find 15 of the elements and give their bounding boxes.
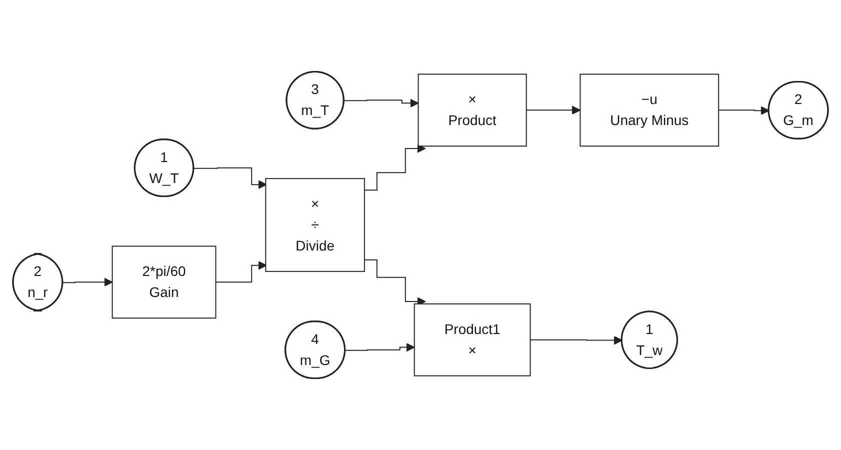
arrow <box>718 106 770 115</box>
arrow <box>364 259 426 306</box>
node-box: × Product <box>418 74 527 147</box>
node-box: × ÷ Divide <box>265 178 365 272</box>
node-box: −u Unary Minus <box>580 74 720 147</box>
arrow <box>344 98 419 108</box>
arrow <box>344 342 415 352</box>
arrow <box>62 278 113 287</box>
arrow <box>193 167 267 189</box>
node-box: 2*pi/60 Gain <box>112 246 216 319</box>
arrow <box>364 144 426 191</box>
arrow <box>526 106 581 115</box>
arrow <box>530 336 622 345</box>
node-box: Product1 × <box>414 303 531 376</box>
arrow <box>215 261 267 283</box>
